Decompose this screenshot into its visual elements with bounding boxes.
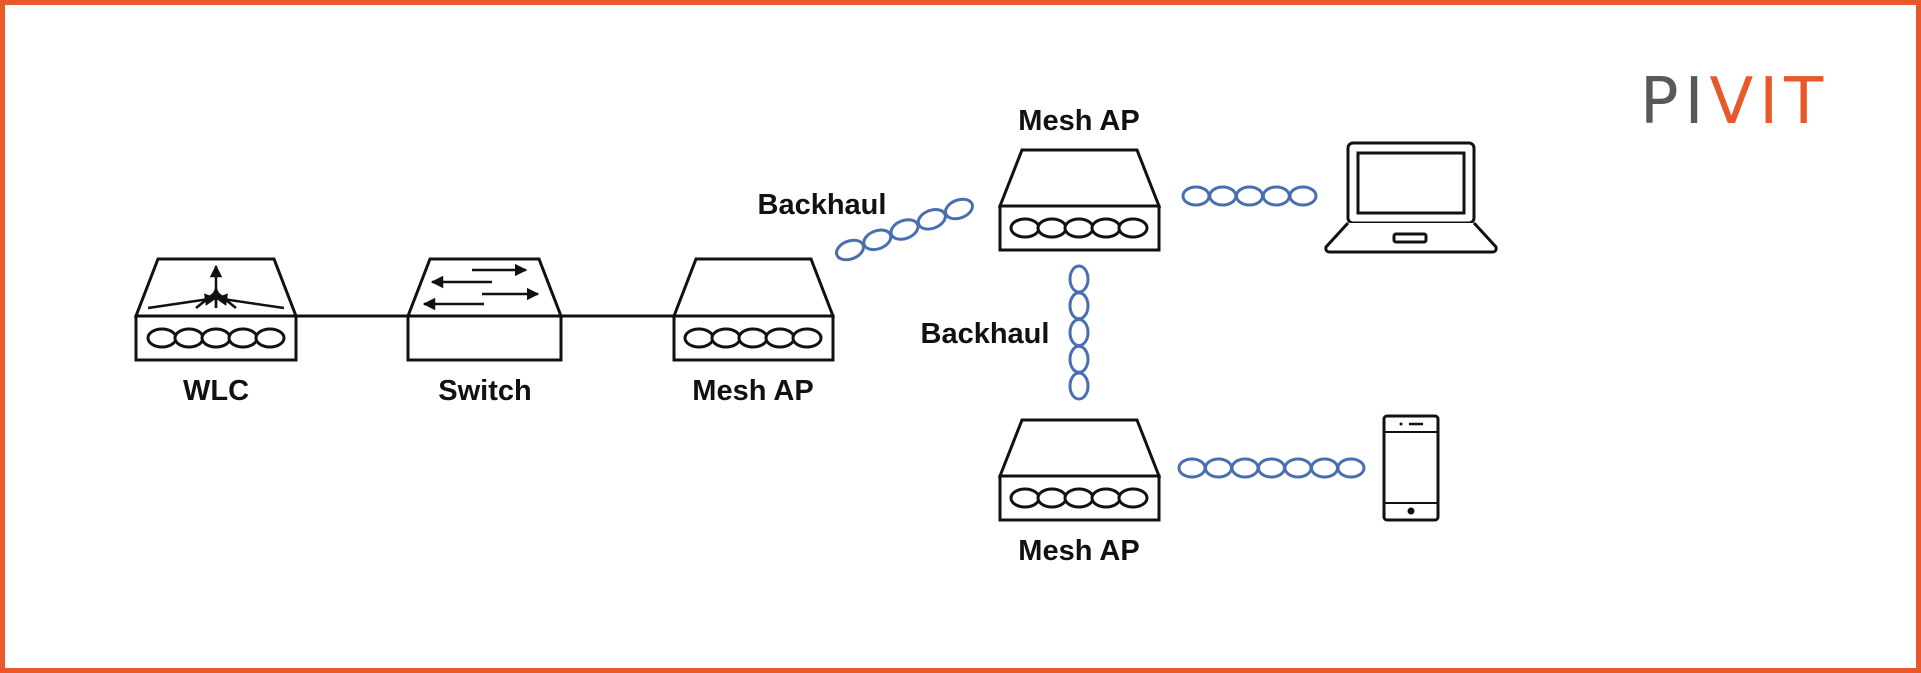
wlc-label: WLC — [183, 375, 249, 407]
laptop-device — [1324, 141, 1498, 254]
laptop-icon — [1324, 141, 1498, 254]
port-oval — [1090, 217, 1122, 239]
port-oval — [200, 327, 232, 349]
logo-part-gray: PI — [1640, 65, 1709, 139]
mesh-ap-root-label: Mesh AP — [692, 375, 813, 407]
svg-text:PIVIT: PIVIT — [1640, 65, 1829, 139]
port-oval — [1090, 487, 1122, 509]
chain-link — [1283, 457, 1313, 479]
wireless-link-laptop — [1181, 185, 1318, 207]
backhaul-label-vertical: Backhaul — [921, 318, 1050, 350]
mesh-ap-top-device — [997, 148, 1162, 252]
port-oval — [1009, 487, 1041, 509]
port-row — [1009, 217, 1149, 239]
mesh-ap-bottom-label: Mesh AP — [1018, 535, 1139, 567]
pivit-logo: PIVIT — [1640, 65, 1829, 139]
wlc-device — [133, 257, 299, 362]
port-oval — [227, 327, 259, 349]
chain-link — [1230, 457, 1260, 479]
chain-link — [1068, 291, 1090, 321]
port-oval — [764, 327, 796, 349]
chain-link — [1068, 344, 1090, 374]
logo-part-orange: VIT — [1709, 65, 1829, 139]
port-oval — [683, 327, 715, 349]
wireless-link-phone — [1177, 457, 1366, 479]
port-oval — [254, 327, 286, 349]
port-oval — [1009, 217, 1041, 239]
backhaul-link-vertical — [1068, 264, 1090, 401]
switch-device — [405, 257, 564, 362]
port-oval — [791, 327, 823, 349]
chain-link — [944, 197, 974, 221]
chain-link — [889, 218, 920, 241]
backhaul-label-diagonal: Backhaul — [758, 189, 887, 221]
backhaul-link-diagonal — [835, 197, 974, 262]
access-point-icon — [997, 418, 1162, 522]
chain-link — [1204, 457, 1233, 479]
port-row — [683, 327, 823, 349]
port-row — [146, 327, 286, 349]
chain-link — [835, 238, 865, 262]
switch-icon — [405, 257, 564, 362]
chain-link — [1068, 371, 1090, 401]
mesh-ap-root-device — [671, 257, 836, 362]
port-oval — [1117, 487, 1149, 509]
chain-link — [916, 208, 947, 231]
chain-link — [1181, 185, 1211, 207]
chain-link — [1261, 185, 1291, 207]
chain-link — [1068, 264, 1090, 294]
smartphone-icon — [1382, 414, 1440, 522]
port-oval — [1063, 487, 1095, 509]
access-point-icon — [671, 257, 836, 362]
chain-link — [1177, 457, 1207, 479]
chain-link — [1068, 318, 1090, 347]
port-row — [1009, 487, 1149, 509]
port-oval — [1117, 217, 1149, 239]
port-oval — [1036, 217, 1068, 239]
chain-link — [1336, 457, 1366, 479]
chain-link — [1310, 457, 1339, 479]
chain-link — [1208, 185, 1238, 207]
mesh-ap-bottom-device — [997, 418, 1162, 522]
chain-link — [1235, 185, 1264, 207]
access-point-icon — [997, 148, 1162, 252]
port-oval — [146, 327, 178, 349]
port-oval — [710, 327, 742, 349]
chain-link — [1257, 457, 1286, 479]
port-oval — [737, 327, 769, 349]
port-oval — [173, 327, 205, 349]
phone-device — [1382, 414, 1440, 522]
switch-label: Switch — [438, 375, 531, 407]
chain-link — [1288, 185, 1318, 207]
port-oval — [1063, 217, 1095, 239]
chain-link — [862, 228, 893, 252]
wireless-controller-icon — [133, 257, 299, 362]
mesh-ap-top-label: Mesh AP — [1018, 105, 1139, 137]
port-oval — [1036, 487, 1068, 509]
